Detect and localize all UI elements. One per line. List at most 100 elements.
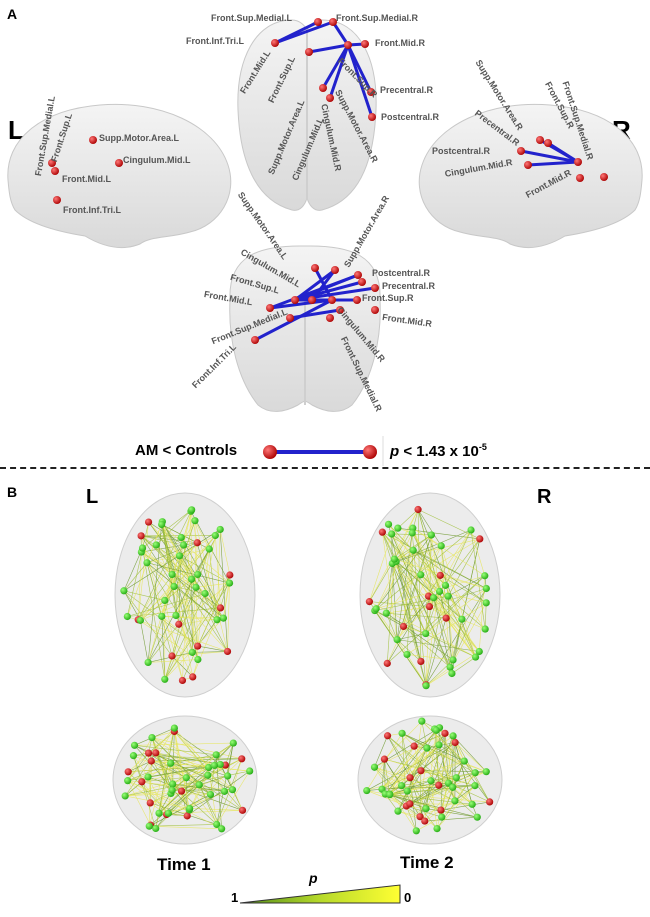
brain-region-node (524, 161, 532, 169)
green-node (458, 615, 466, 623)
red-node (238, 806, 247, 814)
green-node (182, 774, 190, 782)
brain-region-node (115, 159, 123, 167)
green-node (444, 592, 452, 600)
green-node (228, 786, 237, 794)
brain-region-node (326, 314, 334, 322)
green-node (409, 546, 417, 554)
green-node (161, 596, 169, 605)
green-node (167, 759, 175, 767)
brain-region-node (271, 39, 279, 47)
red-node (383, 732, 392, 740)
green-node (460, 757, 468, 765)
brain-region-node (251, 336, 259, 344)
roi-label: Front.Sup.Medial.R (336, 13, 418, 23)
green-node (481, 625, 489, 633)
green-node (172, 611, 180, 620)
green-node (427, 531, 435, 539)
brain-region-node (368, 113, 376, 121)
red-node (124, 768, 132, 776)
green-node (144, 773, 152, 781)
green-node (418, 717, 426, 725)
green-node (188, 575, 196, 583)
roi-label: Precentral.R (382, 281, 436, 291)
green-node (152, 824, 160, 833)
green-node (435, 587, 444, 596)
green-node (482, 584, 490, 593)
green-node (417, 571, 425, 579)
green-node (220, 787, 229, 795)
green-node (213, 820, 221, 829)
p-threshold-value: < 1.43 x 10 (399, 443, 479, 460)
green-node (437, 542, 445, 550)
right-lateral-edges (520, 138, 579, 167)
green-node (205, 763, 213, 772)
red-node (451, 738, 459, 747)
green-node (192, 583, 200, 591)
panel-a-label: A (7, 6, 18, 22)
green-node (390, 555, 398, 563)
green-node (152, 541, 160, 549)
brain-region-node (329, 18, 337, 26)
green-node (471, 653, 480, 661)
green-node (446, 663, 454, 671)
time1-label: Time 1 (157, 855, 211, 874)
green-node (144, 658, 152, 667)
green-node (188, 648, 196, 656)
green-node (205, 545, 213, 553)
green-node (473, 813, 481, 821)
green-node (412, 827, 420, 835)
red-node (146, 799, 154, 807)
brain-region-node (371, 284, 379, 292)
red-node (193, 539, 201, 547)
brain-region-node (517, 147, 525, 155)
green-node (422, 682, 430, 690)
green-node (188, 506, 196, 514)
red-node (365, 598, 374, 606)
green-node (393, 636, 401, 644)
red-node (406, 774, 414, 782)
green-node (155, 809, 163, 817)
brain-region-node (367, 88, 375, 96)
green-node (138, 544, 147, 552)
roi-label: Precentral.R (380, 85, 434, 95)
brain-region-node (308, 296, 316, 304)
roi-label: Postcentral.R (432, 146, 491, 156)
red-node (137, 532, 145, 540)
green-node (161, 675, 169, 683)
green-node (218, 825, 226, 833)
time2-coronal-network (357, 715, 503, 845)
red-node (147, 757, 155, 765)
red-node (416, 813, 424, 821)
red-node (436, 571, 444, 579)
green-node (168, 786, 176, 794)
brain-region-node (576, 174, 584, 182)
green-node (194, 655, 202, 664)
brain-region-node (51, 167, 59, 175)
brain-region-node (361, 40, 369, 48)
red-node (437, 806, 445, 814)
group-contrast-label: AM < Controls (135, 442, 238, 459)
left-lateral-brain (7, 103, 232, 248)
brain-region-node (319, 84, 327, 92)
green-node (471, 769, 479, 777)
green-node (206, 790, 215, 799)
green-node (475, 647, 483, 656)
roi-label: Cingulum.Mid.L (123, 155, 191, 165)
green-node (422, 804, 430, 813)
red-node (476, 535, 484, 543)
green-node (186, 804, 194, 813)
red-node (417, 657, 425, 666)
red-node (399, 622, 408, 631)
brain-region-node (353, 296, 361, 304)
brain-region-node (358, 278, 366, 286)
green-node (229, 739, 237, 747)
green-node (386, 791, 394, 799)
panel-b-left-label: L (86, 486, 99, 508)
panel-b-label: B (7, 484, 18, 500)
red-node (486, 798, 494, 806)
green-node (394, 807, 402, 815)
red-node (441, 729, 449, 737)
brain-region-node (536, 136, 544, 144)
red-node (144, 749, 153, 757)
